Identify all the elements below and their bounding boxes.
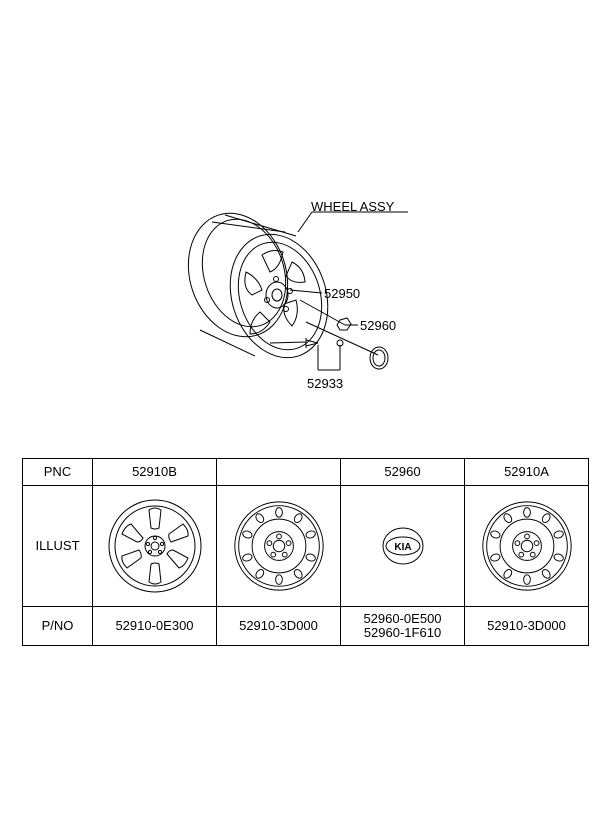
pno-value: 52910-3D000 (239, 618, 318, 633)
alloy-wheel-icon (108, 499, 201, 593)
svg-text:KIA: KIA (394, 542, 411, 553)
row-header-pnc: PNC (22, 458, 93, 486)
pno-cell: 52910-3D000 (464, 606, 589, 646)
pnc-row: PNC 52910B 52960 52910A (22, 458, 589, 486)
row-header-illust: ILLUST (22, 485, 93, 607)
illust-cell (92, 485, 217, 607)
wheel-assy-label: WHEEL ASSY (311, 199, 395, 214)
callout-52960: 52960 (360, 318, 397, 333)
illust-cell (464, 485, 589, 607)
pno-value: 52910-0E300 (115, 618, 194, 633)
pno-value: 52960-0E500 (363, 611, 442, 626)
illust-cell: KIA (340, 485, 465, 607)
illust-cell (216, 485, 341, 607)
pno-cell: 52960-0E500 52960-1F610 (340, 606, 465, 646)
callout-52950: 52950 (324, 286, 361, 301)
wheel-assembly-drawing (187, 211, 408, 371)
callout-52933: 52933 (307, 376, 344, 391)
row-header-pno: P/NO (22, 606, 93, 646)
steel-wheel-icon (233, 501, 324, 591)
wheel-assembly-diagram: WHEEL ASSY 52950 52960 52933 (187, 199, 408, 391)
pno-value: 52960-1F610 (363, 625, 442, 640)
pnc-cell: 52910A (464, 458, 589, 486)
parts-table: PNC 52910B 52960 52910A ILLUST (22, 458, 589, 646)
pnc-cell: 52960 (340, 458, 465, 486)
pno-cell: 52910-0E300 (92, 606, 217, 646)
pno-row: P/NO 52910-0E300 52910-3D000 52960-0E500… (22, 606, 589, 646)
pnc-cell (216, 458, 341, 486)
pno-cell: 52910-3D000 (216, 606, 341, 646)
pno-value: 52910-3D000 (487, 618, 566, 633)
pnc-cell: 52910B (92, 458, 217, 486)
steel-wheel-icon (481, 501, 572, 591)
kia-center-cap-icon: KIA (382, 527, 423, 565)
illust-row: ILLUST (22, 485, 589, 607)
